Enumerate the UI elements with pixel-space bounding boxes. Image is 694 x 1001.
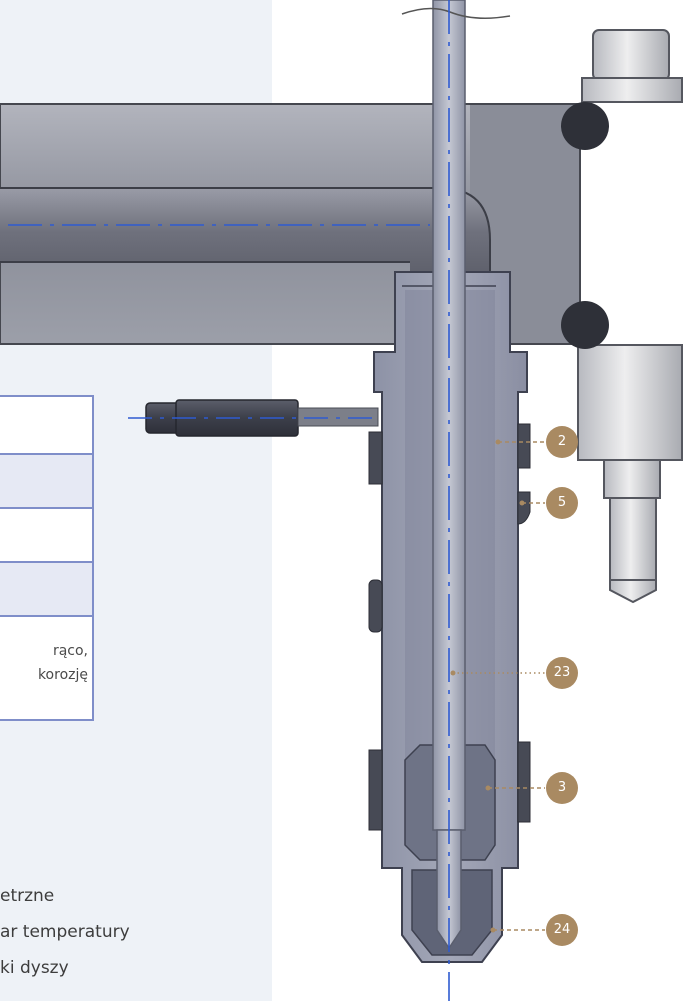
feature-list: etrzne ar temperatury ki dyszy (0, 878, 270, 986)
table-row (0, 397, 92, 455)
o-ring-bottom (561, 301, 609, 349)
callout-5: 5 (546, 487, 578, 519)
break-line (401, 7, 511, 19)
table-row (0, 509, 92, 563)
table-row (0, 455, 92, 509)
list-item: etrzne (0, 886, 55, 906)
o-ring-top (561, 102, 609, 150)
heater-bands (368, 423, 531, 831)
table-cell-text: rąco, korozję (37, 643, 88, 683)
list-item: ar temperatury (0, 922, 130, 942)
center-lines (8, 0, 450, 1001)
callout-23: 23 (546, 657, 578, 689)
callout-2: 2 (546, 426, 578, 458)
callout-3: 3 (546, 772, 578, 804)
spec-table: rąco, korozję (0, 395, 94, 721)
right-fitting (577, 29, 683, 604)
callout-dots (450, 439, 525, 933)
callout-leaders (453, 441, 545, 931)
callout-24: 24 (546, 914, 578, 946)
table-row (0, 563, 92, 617)
table-row: rąco, korozję (0, 617, 92, 719)
list-item: ki dyszy (0, 958, 69, 978)
manifold-block (0, 103, 581, 345)
